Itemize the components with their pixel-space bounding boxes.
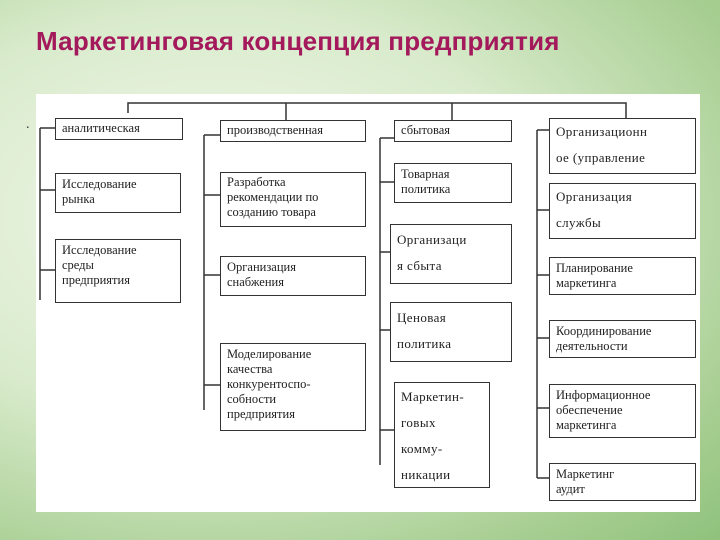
box-marketing-audit: Маркетинг аудит xyxy=(549,463,696,501)
box-production: производственная xyxy=(220,120,366,142)
box-information-support: Информационное обеспечение маркетинга xyxy=(549,384,696,438)
box-quality-modeling: Моделирование качества конкурентоспо- со… xyxy=(220,343,366,431)
top-bus-line xyxy=(127,102,627,120)
box-environment-research: Исследование среды предприятия xyxy=(55,239,181,303)
box-product-policy: Товарная политика xyxy=(394,163,512,203)
box-pricing-policy: Ценовая политика xyxy=(390,302,512,362)
box-organizational-management: Организационн ое (управление xyxy=(549,118,696,174)
box-sales-organization: Организаци я сбыта xyxy=(390,224,512,284)
box-market-research: Исследование рынка xyxy=(55,173,181,213)
box-supply-organization: Организация снабжения xyxy=(220,256,366,296)
bullet-marker: . xyxy=(26,117,30,132)
box-service-organization: Организация службы xyxy=(549,183,696,239)
box-analytical: аналитическая xyxy=(55,118,183,140)
box-sales: сбытовая xyxy=(394,120,512,142)
box-activity-coordination: Координирование деятельности xyxy=(549,320,696,358)
slide-title: Маркетинговая концепция предприятия xyxy=(36,26,560,56)
box-marketing-communications: Маркетин- говых комму- никации xyxy=(394,382,490,488)
box-product-development: Разработка рекомендации по созданию това… xyxy=(220,172,366,227)
box-marketing-planning: Планирование маркетинга xyxy=(549,257,696,295)
